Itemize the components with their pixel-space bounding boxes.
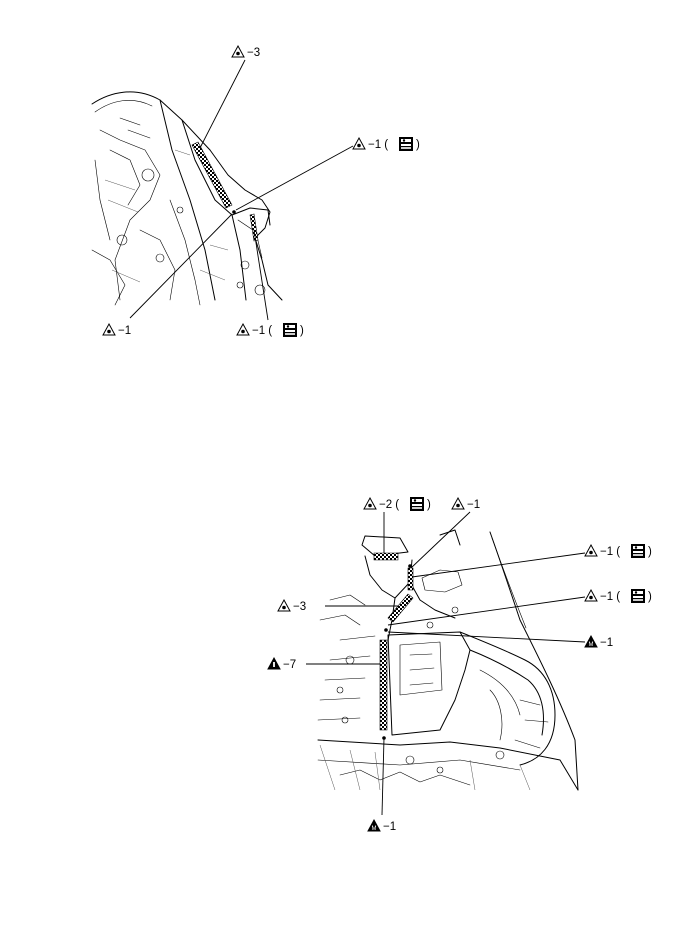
bottom-body-drawing: [317, 529, 579, 791]
svg-text:): ): [416, 139, 420, 151]
triangle-symbol-icon: [277, 599, 291, 612]
svg-text:−3: −3: [293, 601, 306, 613]
sealer-gun-icon: [399, 137, 413, 151]
triangle-symbol-icon: [584, 544, 598, 557]
triangle-symbol-icon: [584, 589, 598, 602]
callout-bot-a1-right-2: −1 ( ): [584, 589, 652, 603]
top-body-drawing: [91, 91, 283, 306]
svg-text:−1: −1: [118, 325, 131, 337]
leader-top-a3: [199, 59, 246, 149]
svg-text:−1 (: −1 (: [600, 591, 620, 603]
sealer-gun-icon: [283, 323, 297, 337]
sealer-gun-icon: [631, 589, 645, 603]
sealer-gun-icon: [410, 497, 424, 511]
triangle-symbol-icon: [367, 819, 381, 833]
leader-bot-m1-b: [381, 737, 385, 816]
svg-text:): ): [648, 591, 652, 603]
svg-text:−1: −1: [383, 821, 396, 833]
svg-text:): ): [300, 325, 304, 337]
svg-text:−1 (: −1 (: [600, 546, 620, 558]
callout-bot-m1-bottom: −1: [367, 819, 396, 833]
callout-top-a1-right: −1 ( ): [352, 137, 420, 151]
svg-text:−1 (: −1 (: [368, 139, 388, 151]
callout-bot-a3: −3: [277, 599, 306, 613]
svg-text:−2 (: −2 (: [379, 499, 399, 511]
svg-text:): ): [427, 499, 431, 511]
callout-bot-a1-top: −1: [451, 497, 480, 511]
callout-bot-a1-right-1: −1 ( ): [584, 544, 652, 558]
leader-bot-a1-r2: [387, 596, 586, 626]
callout-top-a1-bottom-right: −1 ( ): [236, 323, 304, 337]
callout-bot-i7: −7: [267, 657, 296, 671]
svg-text:−3: −3: [247, 47, 260, 59]
callout-bot-m1-right: −1: [584, 635, 613, 649]
triangle-symbol-icon: [363, 497, 377, 510]
svg-text:−7: −7: [283, 659, 296, 671]
top-figure: −3 −1 ( ) −1 −1 ( ): [91, 45, 420, 337]
leader-top-a1-bl: [129, 213, 233, 319]
svg-text:−1: −1: [600, 637, 613, 649]
sealer-gun-icon: [631, 544, 645, 558]
leader-bot-m1-r: [387, 631, 586, 643]
triangle-symbol-icon: [236, 323, 250, 336]
leader-bot-a1-t: [410, 511, 471, 569]
triangle-symbol-icon: [584, 635, 598, 649]
triangle-symbol-icon: [267, 657, 281, 670]
bottom-figure: −2 ( ) −1 −1 ( ) −3 −1 ( ) −1: [267, 497, 652, 833]
leader-top-a1-br: [253, 229, 269, 321]
callout-top-a1-bottom-left: −1: [102, 323, 131, 337]
leader-top-a1-r: [235, 145, 354, 211]
svg-text:−1: −1: [467, 499, 480, 511]
leader-bot-a1-r1: [411, 552, 586, 578]
triangle-symbol-icon: [352, 137, 366, 150]
svg-text:−1 (: −1 (: [252, 325, 272, 337]
callout-top-a3: −3: [231, 45, 260, 59]
triangle-symbol-icon: [231, 45, 245, 58]
svg-text:): ): [648, 546, 652, 558]
triangle-symbol-icon: [102, 323, 116, 336]
triangle-symbol-icon: [451, 497, 465, 510]
callout-bot-a2: −2 ( ): [363, 497, 431, 511]
